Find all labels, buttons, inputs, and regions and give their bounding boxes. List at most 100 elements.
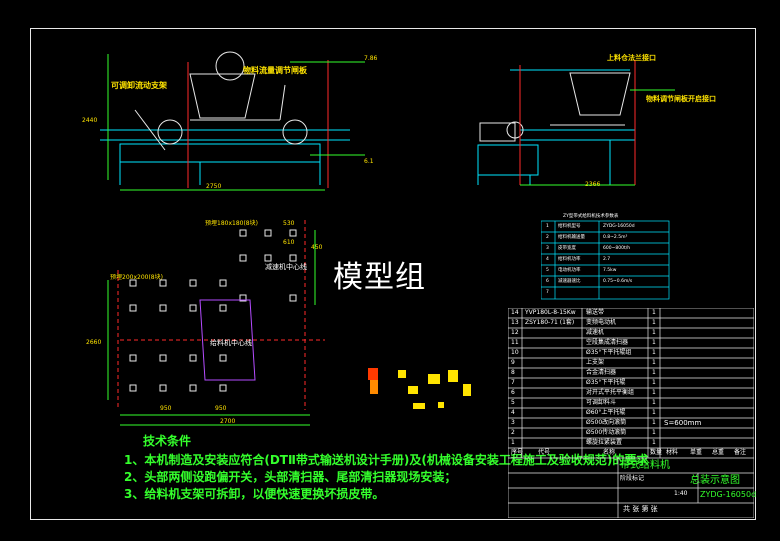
- bom-row-no: 3: [511, 419, 515, 426]
- front-dim-bottom-right: 6.1: [364, 158, 374, 165]
- plan-dim: 450: [311, 244, 323, 251]
- front-dim-height: 2440: [82, 117, 98, 124]
- bom-row-qty: 1: [652, 399, 656, 406]
- plan-dim: 950: [215, 405, 227, 412]
- bom-header: 数量: [650, 449, 663, 456]
- bom-row-code: YVP180L-8-15Kw: [525, 309, 576, 316]
- front-view: [100, 51, 365, 191]
- bom-header: 名称: [603, 449, 616, 456]
- bom-row-no: 7: [511, 379, 515, 386]
- bom-and-title-block: 14 YVP180L-8-15Kw 输送带 1 13 ZSY180-71 (1套…: [508, 308, 757, 518]
- param-row-value: 2.7: [603, 257, 611, 262]
- param-row-value: 0.75~0.6m/s: [603, 279, 633, 284]
- bom-row-qty: 1: [652, 419, 656, 426]
- plan-view: [107, 220, 325, 426]
- bom-row-name: Ø60°上平托辊: [586, 409, 626, 416]
- bom-row-no: 12: [511, 329, 519, 336]
- bom-row-name: 可调卸料斗: [586, 399, 617, 406]
- bom-row-name: 螺旋拉紧装置: [586, 439, 623, 446]
- bom-header: 备注: [734, 449, 747, 456]
- param-row-no: 1: [546, 224, 549, 229]
- bom-row-name: Ø500传动滚筒: [586, 429, 627, 436]
- bom-row-no: 14: [511, 309, 519, 316]
- watermark-text: 模型组: [333, 260, 426, 295]
- bom-row-no: 8: [511, 369, 515, 376]
- bom-row-no: 13: [511, 319, 519, 326]
- title-block-stage: 阶段标记: [620, 475, 645, 482]
- param-row-no: 2: [546, 235, 549, 240]
- front-dim-bottom: 2750: [206, 183, 222, 190]
- bom-row-qty: 1: [652, 379, 656, 386]
- bom-row-no: 11: [511, 339, 519, 346]
- drawing-border: [30, 28, 756, 520]
- param-row-value: 600~800t/h: [603, 246, 631, 251]
- bom-row-name: 合金清扫器: [586, 369, 617, 376]
- bom-header: 序号: [511, 449, 524, 456]
- param-row-name: 给料机功率: [558, 257, 581, 262]
- bom-row-qty: 1: [652, 439, 656, 446]
- parameter-table: ZY型带式给料机技术参数表 1 给料机型号 ZYDG-16050d 2 给料机输…: [540, 214, 670, 301]
- bom-row-no: 2: [511, 429, 515, 436]
- side-view: [477, 60, 675, 186]
- bom-row-name: Ø500改向滚筒: [586, 419, 627, 426]
- plan-dim: 530: [283, 220, 295, 227]
- bom-row-no: 5: [511, 399, 515, 406]
- tech-condition-line: 2、头部两侧设跑偏开关，头部清扫器、尾部清扫器现场安装；: [124, 470, 457, 484]
- param-row-no: 3: [546, 246, 549, 251]
- bom-row-name: 输送带: [586, 309, 605, 316]
- plan-label-conveyor-center: 减速机中心线: [265, 263, 307, 271]
- bom-row-qty: 1: [652, 409, 656, 416]
- param-row-value: 0.8~2.5m³: [603, 235, 628, 240]
- side-dim-bottom: 2366: [585, 181, 601, 188]
- bom-row-name: 空段集成清扫器: [586, 339, 629, 346]
- bom-row-qty: 1: [652, 359, 656, 366]
- param-row-name: 给料机输送量: [558, 235, 585, 240]
- param-row-value: ZYDG-16050d: [603, 224, 635, 229]
- plan-callout-left: 预埋200x200(8块): [110, 274, 163, 281]
- bom-row-no: 10: [511, 349, 519, 356]
- bom-row-name: Ø35°下平托辊组: [586, 349, 632, 356]
- title-block-product: 带式给料机: [620, 460, 670, 471]
- bom-row-name: 变频电动机: [586, 319, 617, 326]
- title-block-sheets: 共 张 第 张: [623, 505, 658, 513]
- bom-row-name: 减速机: [586, 329, 605, 336]
- plan-dim: 2660: [86, 339, 102, 346]
- bom-row-name: 上支架: [586, 359, 605, 366]
- layer-color-swatches: [368, 368, 471, 409]
- bom-row-qty: 1: [652, 319, 656, 326]
- side-callout-right: 物料调节闸板开启接口: [646, 95, 716, 103]
- side-callout-top: 上料仓法兰接口: [607, 54, 656, 62]
- bom-row-name: Ø35°下平托辊: [586, 379, 626, 386]
- bom-row-qty: 1: [652, 369, 656, 376]
- bom-row-no: 6: [511, 389, 515, 396]
- param-row-name: 皮带宽度: [558, 246, 576, 251]
- param-table-title: ZY型带式给料机技术参数表: [563, 214, 619, 219]
- param-row-no: 5: [546, 268, 549, 273]
- plan-dim: 2700: [220, 418, 236, 425]
- bom-row-no: 1: [511, 439, 515, 446]
- bom-row-no: 9: [511, 359, 515, 366]
- plan-dim: 950: [160, 405, 172, 412]
- front-callout-left: 可调卸流动支架: [111, 81, 167, 90]
- front-callout-right: 物料流量调节闸板: [243, 66, 307, 75]
- front-dim-top-right: 7.86: [364, 55, 378, 62]
- bom-row-no: 4: [511, 409, 515, 416]
- plan-label-feeder-center: 给料机中心线: [210, 339, 252, 347]
- tech-condition-line: 3、给料机支架可拆卸，以便快速更换坏损皮带。: [124, 487, 385, 501]
- title-block-drawing-no: ZYDG-16050d: [700, 490, 757, 499]
- param-row-value: 7.5kw: [603, 268, 617, 273]
- param-row-no: 4: [546, 257, 549, 262]
- bom-header: 材料: [666, 449, 679, 456]
- plan-callout-top: 预埋180x180(8块): [205, 220, 258, 227]
- plan-dim: 610: [283, 239, 295, 246]
- bom-header: 总重: [712, 449, 725, 456]
- param-row-name: 减速器速比: [558, 279, 581, 284]
- bom-note-s: S=600mm: [664, 419, 702, 427]
- bom-row-name: 对开式平托平衡组: [586, 389, 635, 396]
- bom-row-code: ZSY180-71 (1套): [525, 319, 575, 326]
- tech-conditions-title: 技术条件: [143, 434, 192, 448]
- bom-row-qty: 1: [652, 389, 656, 396]
- bom-header: 代号: [538, 449, 551, 456]
- bom-row-qty: 1: [652, 339, 656, 346]
- param-row-name: 给料机型号: [558, 224, 581, 229]
